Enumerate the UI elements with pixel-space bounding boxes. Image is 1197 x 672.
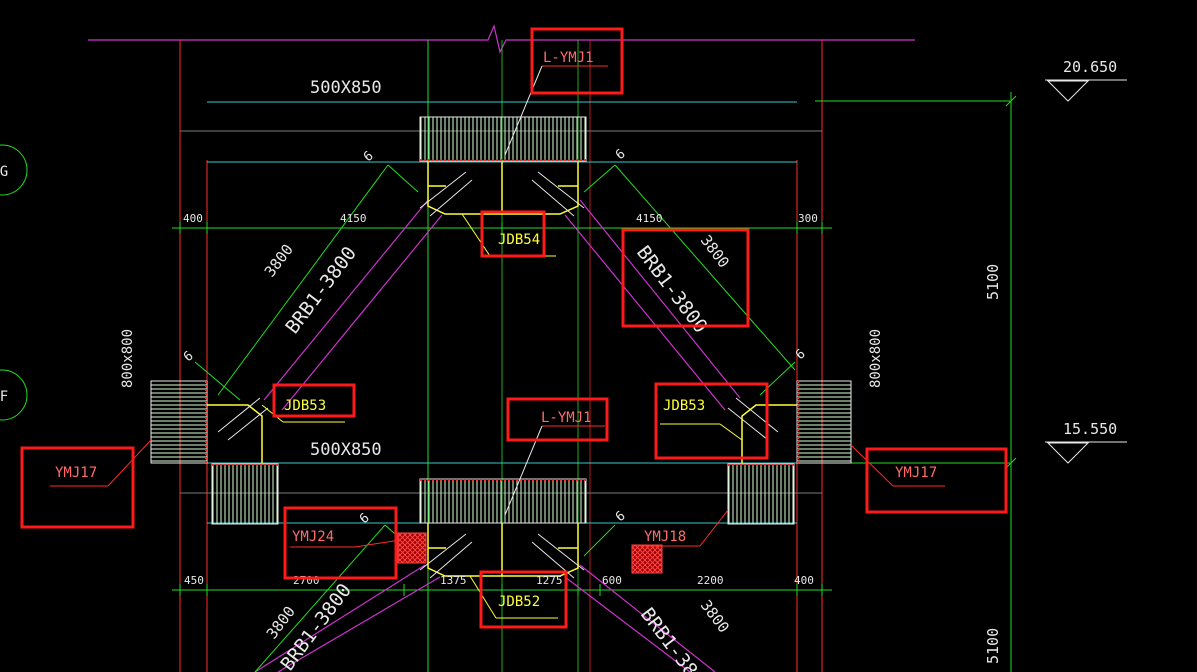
tag-jdb53-right: JDB53	[663, 398, 705, 414]
embed-plate-right	[631, 544, 663, 574]
elevation-marker-mid: 15.550	[1045, 420, 1127, 464]
weld-mark: 6	[357, 511, 373, 528]
top-break-line	[88, 24, 915, 54]
beam-top	[419, 116, 587, 162]
braces	[254, 199, 741, 672]
highlight-ymj17-left	[20, 446, 135, 529]
dim-ticks	[179, 222, 823, 596]
column-label-left: 800x800	[120, 329, 136, 388]
axis-label-f: F	[0, 389, 8, 405]
brace-label: BRB1-3800	[281, 243, 361, 338]
highlight-jdb54	[480, 210, 546, 258]
top-dim: 300	[798, 212, 818, 225]
brace-upper-left	[263, 199, 443, 411]
brace-length: 3800	[697, 232, 733, 272]
tag-ymj18: YMJ18	[644, 529, 686, 545]
column-right-lower	[727, 463, 795, 525]
weld-mark: 6	[613, 147, 629, 164]
highlight-l-ymj1-top	[530, 27, 624, 95]
tag-ymj24: YMJ24	[292, 529, 334, 545]
top-dim: 400	[183, 212, 203, 225]
brace-label: BRB1-3800	[632, 242, 712, 337]
highlight-jdb53-left	[272, 383, 356, 418]
highlight-ymj17-right	[865, 447, 1008, 514]
column-left	[150, 380, 208, 464]
bottom-dim: 1375	[440, 574, 467, 587]
bottom-dimensions: 450 2700 1375 1275 600 2200 400	[184, 574, 814, 587]
brace-lower-left	[254, 564, 441, 672]
bottom-dim: 450	[184, 574, 204, 587]
tag-l-ymj1-top: L-YMJ1	[543, 50, 594, 66]
brace-length: 3800	[263, 603, 299, 643]
bottom-dim: 400	[794, 574, 814, 587]
highlight-boxes	[20, 27, 1008, 629]
column-label-right: 800x800	[868, 329, 884, 388]
beam-label-bottom: 500X850	[310, 440, 382, 460]
highlight-jdb53-right	[654, 382, 769, 460]
highlight-l-ymj1-mid	[506, 397, 609, 442]
brace-lower-right	[564, 564, 716, 672]
axis-bubble-g: G	[0, 144, 28, 196]
tag-ymj17-right: YMJ17	[895, 465, 937, 481]
tick	[1005, 95, 1017, 107]
elevation-marker-top: 20.650	[1045, 58, 1127, 102]
bottom-dim: 2200	[697, 574, 724, 587]
tag-labels: L-YMJ1 L-YMJ1 JDB54 JDB53 JDB53 JDB52 YM…	[55, 50, 937, 610]
tag-jdb54: JDB54	[498, 232, 540, 248]
brace-length: 3800	[261, 241, 297, 281]
top-dimensions: 400 4150 4150 300	[183, 212, 818, 225]
highlight-jdb52	[479, 570, 568, 629]
beam-label-top: 500X850	[310, 78, 382, 98]
bottom-dim: 1275	[536, 574, 563, 587]
elevation-top-text: 20.650	[1063, 58, 1117, 76]
weld-mark: 6	[793, 347, 809, 364]
axis-label-g: G	[0, 164, 8, 180]
vertical-dim-lower: 5100	[984, 628, 1002, 664]
bottom-dim: 600	[602, 574, 622, 587]
highlight-brb1-upper-right	[621, 228, 750, 328]
tag-jdb52: JDB52	[498, 594, 540, 610]
embed-plate-left	[397, 532, 427, 564]
elevation-mid-text: 15.550	[1063, 420, 1117, 438]
tag-ymj17-left: YMJ17	[55, 465, 97, 481]
weld-mark: 6	[361, 149, 377, 166]
brace-length: 3800	[697, 597, 733, 637]
tag-jdb53-left: JDB53	[284, 398, 326, 414]
bottom-dim: 2700	[293, 574, 320, 587]
brace-ends	[217, 171, 779, 579]
top-dim: 4150	[340, 212, 367, 225]
tag-l-ymj1-mid: L-YMJ1	[541, 410, 592, 426]
vertical-dim-upper: 5100	[984, 264, 1002, 300]
axis-bubble-f: F	[0, 369, 28, 421]
brace-dim-lines	[194, 164, 796, 672]
top-dim: 4150	[636, 212, 663, 225]
tick	[1005, 457, 1017, 469]
column-left-lower	[211, 463, 279, 525]
highlight-ymj24	[283, 506, 398, 580]
weld-mark: 6	[181, 349, 197, 366]
column-right	[796, 380, 852, 464]
brace-upper-right	[564, 199, 741, 411]
beam-bottom	[419, 478, 587, 524]
